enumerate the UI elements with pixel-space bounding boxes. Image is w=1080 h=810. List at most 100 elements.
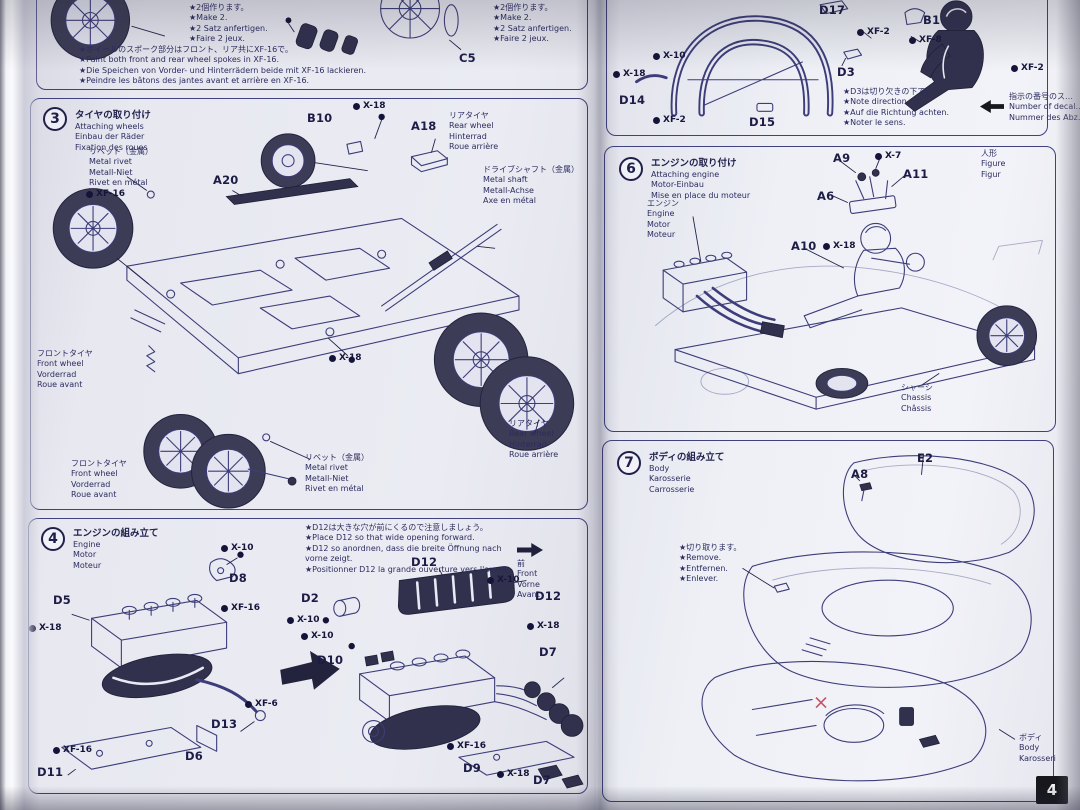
spare-tire — [50, 0, 131, 61]
front-direction-words: 前 Front Vorne Avant — [517, 559, 540, 600]
wheel-hub — [380, 0, 459, 39]
engine-block-right — [359, 649, 496, 750]
part-label-d5: D5 — [53, 593, 71, 607]
step7-title-jp: ボディの組み立て — [649, 452, 725, 463]
paint-callout-xf16: XF-16 — [53, 745, 92, 755]
paint-dot-icon — [527, 622, 534, 630]
d7-cone — [537, 764, 563, 781]
part-label-d7: D7 — [539, 645, 557, 659]
paint-dot-icon — [857, 28, 864, 36]
paint-code: X-7 — [885, 151, 902, 161]
step-number-badge: 6 — [619, 157, 643, 181]
step3-title-sub: Attaching wheels Einbau der Räder Fixati… — [75, 122, 148, 152]
wheel-subassembly-illustration — [50, 0, 462, 61]
paint-dot-icon — [353, 102, 360, 110]
d7-cone — [561, 774, 584, 789]
cockpit-tub — [701, 660, 987, 782]
exploded-rear-axle — [260, 113, 448, 189]
paint-dot-icon — [53, 746, 60, 754]
paint-callout-x10: X-10 — [221, 543, 253, 553]
b1-part — [904, 8, 926, 26]
paint-callout-x18: X-18 — [527, 621, 559, 631]
d6-mount — [196, 724, 218, 752]
a20-bar — [225, 178, 359, 205]
engine-label: エンジン Engine Motor Moteur — [647, 199, 679, 240]
paint-code: X-18 — [507, 769, 530, 779]
step-number-badge: 7 — [617, 451, 641, 475]
part-label-d3: D3 — [837, 65, 855, 79]
wheel-subassembly-box: ★2個作ります。 ★Make 2. ★2 Satz anfertigen. ★F… — [36, 0, 588, 90]
part-label-d6: D6 — [185, 749, 203, 763]
paint-callout-xf16: XF-16 — [86, 189, 125, 199]
part-label-d9: D9 — [463, 761, 481, 775]
d3-direction-note: ★D3は切り欠きの下で。 ★Note direction. ★Auf die R… — [843, 87, 950, 128]
ghost-body-line — [654, 265, 1035, 333]
make-two-note: ★2個作ります。 ★Make 2. ★2 Satz anfertigen. ★F… — [493, 3, 572, 44]
wheels — [700, 305, 1038, 399]
part-label-a20: A20 — [213, 173, 239, 187]
step4-title: エンジンの組み立て Engine Motor Moteur — [73, 525, 159, 571]
paint-code: XF-8 — [919, 35, 942, 45]
step-number-badge: 4 — [41, 527, 65, 551]
d17-part — [819, 0, 849, 15]
metal-shaft-label: ドライブシャフト（金属） Metal shaft Metall-Achse Ax… — [483, 165, 579, 206]
paint-callout-x18: X-18 — [329, 353, 361, 363]
part-label-a11: A11 — [903, 167, 929, 181]
decal-note-text: 指示の番号のス… Number of decal… Nummer des Abz… — [1009, 92, 1080, 122]
part-label-d12: D12 — [535, 589, 562, 603]
paint-code: XF-2 — [867, 27, 890, 37]
part-label-a9: A9 — [833, 151, 851, 165]
part-label-d2: D2 — [301, 591, 319, 605]
paint-code: XF-2 — [663, 115, 686, 125]
step7-box: 7 ボディの組み立て Body Karosserie Carrosserie E… — [602, 440, 1056, 802]
paint-callout-xf6: XF-6 — [245, 699, 278, 709]
step6-title-jp: エンジンの取り付け — [651, 158, 737, 169]
step3-illustration — [52, 113, 575, 509]
part-label-d13: D13 — [211, 717, 238, 731]
part-label-d12: D12 — [411, 555, 438, 569]
part-label-a8: A8 — [851, 467, 869, 481]
part-label-a10: A10 — [791, 239, 817, 253]
step7-illustration — [701, 454, 1035, 782]
d12-plenum — [397, 566, 527, 615]
step6-title: エンジンの取り付け Attaching engine Motor-Einbau … — [651, 155, 750, 201]
paint-dot-icon — [1011, 64, 1018, 72]
paint-callout-xf2: XF-2 — [857, 27, 890, 37]
paint-dot-icon — [287, 616, 294, 624]
part-label-d15: D15 — [749, 115, 776, 129]
part-label-e2: E2 — [917, 451, 934, 465]
paint-code: X-10 — [311, 631, 334, 641]
metal-rivet-label: リベット（金属） Metal rivet Metall-Niet Rivet e… — [89, 147, 153, 188]
make-two-note: ★2個作ります。 ★Make 2. ★2 Satz anfertigen. ★F… — [189, 3, 268, 44]
d11-plate — [61, 726, 202, 776]
d7-exhaust — [494, 677, 584, 737]
paint-callout-x18: X-18 — [353, 101, 385, 111]
step4-title-jp: エンジンの組み立て — [73, 528, 159, 539]
d13-pipe — [195, 678, 266, 732]
rear-wheel-label: リアタイヤ Rear wheel Hinterrad Roue arrière — [449, 111, 499, 152]
front-arrow-icon — [517, 543, 543, 557]
paint-callout-x18: X-18 — [823, 241, 855, 251]
part-label-d8: D8 — [229, 571, 247, 585]
metal-rivet-label: リベット（金属） Metal rivet Metall-Niet Rivet e… — [305, 453, 369, 494]
paint-code: XF-6 — [255, 699, 278, 709]
paint-dot-icon — [329, 354, 336, 362]
d2-cylinder — [322, 596, 361, 624]
front-wheel-label: フロントタイヤ Front wheel Vorderrad Roue avant — [37, 349, 93, 390]
rollcage-subassembly-box: X-18 X-10 D14 XF-2 D15 D17 D3 ★D3は切り欠きの下… — [606, 0, 1048, 136]
body-label: ボディ Body Karosseri — [1019, 733, 1056, 763]
paint-code: XF-16 — [231, 603, 261, 613]
d12-orientation-note: ★D12は大きな穴が前にくるので注意しましょう。 ★Place D12 so t… — [305, 523, 510, 574]
front-suspension — [130, 309, 166, 373]
step6-title-sub: Attaching engine Motor-Einbau Mise en pl… — [651, 170, 751, 200]
paint-code: X-10 — [663, 51, 686, 61]
step3-box: 3 タイヤの取り付け Attaching wheels Einbau der R… — [30, 98, 588, 510]
paint-callout-x18: X-18 — [497, 769, 529, 779]
part-label-d14: D14 — [619, 93, 646, 107]
paint-callout-xf2: XF-2 — [1011, 63, 1044, 73]
paint-dot-icon — [301, 632, 308, 640]
paint-code: XF-16 — [63, 745, 93, 755]
page-number: 4 — [1036, 776, 1068, 804]
d9-plate — [458, 740, 575, 776]
decal-number-note: 指示の番号のス… Number of decal… Nummer des Abz… — [980, 92, 1080, 123]
